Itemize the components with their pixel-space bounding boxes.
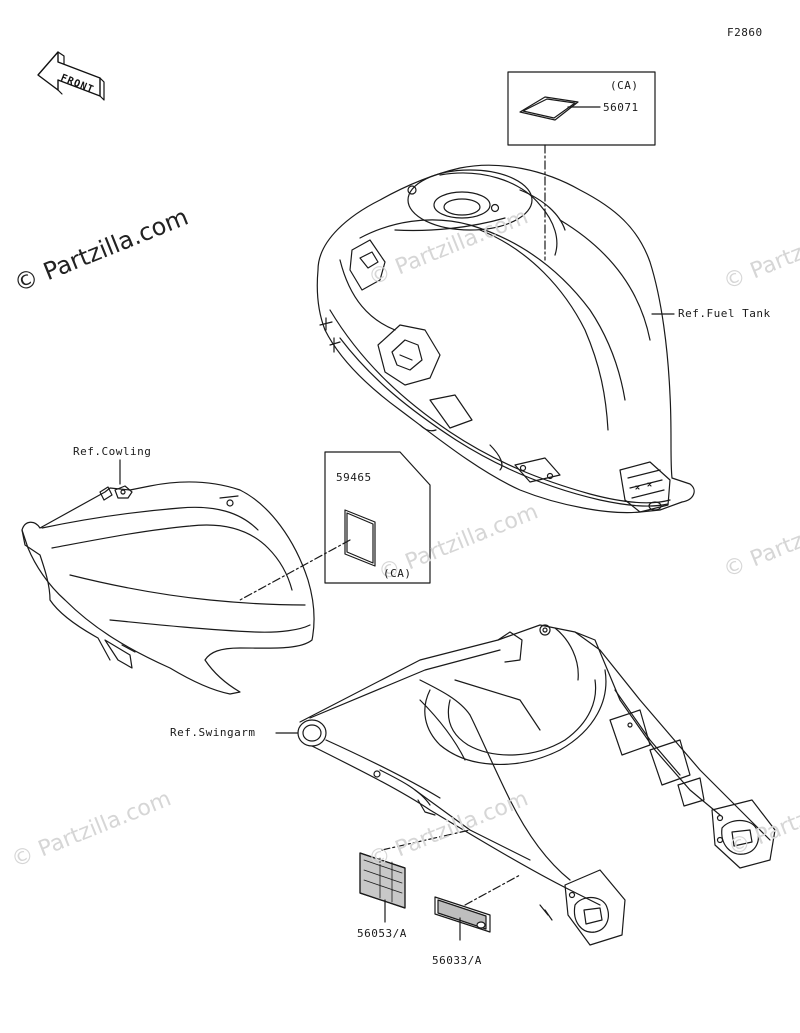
fuel-tank-drawing: [316, 164, 695, 514]
callout-59465-part-number: 59465: [336, 471, 372, 484]
ref-swingarm-label: Ref.Swingarm: [170, 726, 256, 739]
ref-fuel-tank-label: Ref.Fuel Tank: [678, 307, 771, 320]
callout-59465: [239, 451, 431, 601]
figure-code: F2860: [727, 26, 763, 39]
callout-56033-part-number: 56033/A: [432, 954, 482, 967]
callout-56053: [359, 829, 471, 923]
callout-56071-region: (CA): [610, 79, 639, 92]
callout-59465-region: (CA): [383, 567, 412, 580]
front-arrow-icon: FRONT: [37, 51, 105, 101]
ref-cowling-label: Ref.Cowling: [73, 445, 152, 458]
cowling-drawing: [21, 481, 315, 695]
callout-56053-part-number: 56053/A: [357, 927, 407, 940]
callout-56071: [507, 71, 656, 261]
callout-56033: [434, 874, 521, 941]
swingarm-drawing: [297, 624, 776, 946]
callout-56071-part-number: 56071: [603, 101, 639, 114]
